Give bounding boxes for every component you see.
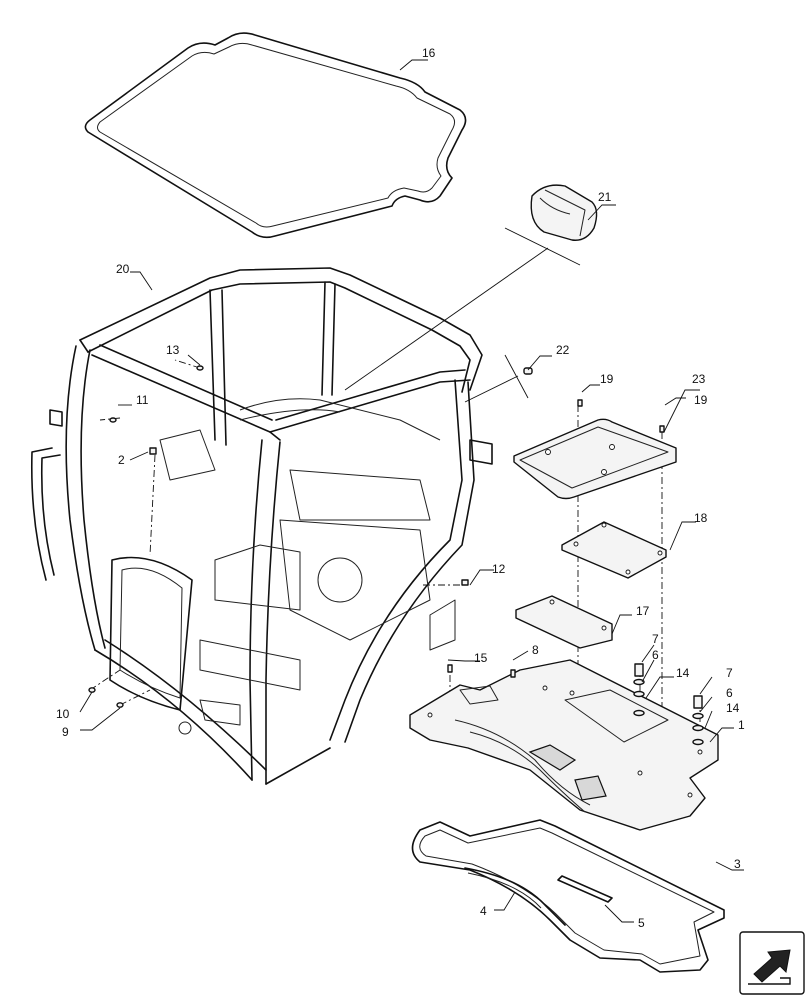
plug-part [523, 367, 533, 375]
floor-seal [411, 819, 725, 973]
trim-plate [515, 595, 613, 649]
insulation-panel [561, 521, 667, 579]
floor-plate [409, 659, 719, 831]
cab-frame [30, 267, 493, 785]
small-seal-strip [557, 875, 613, 903]
roof-seal-gasket [84, 32, 467, 239]
callout-leaders [79, 59, 744, 923]
roof-hatch-panel [513, 418, 677, 500]
fasteners [88, 365, 704, 746]
light-cover [530, 184, 598, 241]
seal-strip [464, 867, 566, 926]
next-page-arrow-icon[interactable] [739, 931, 805, 995]
